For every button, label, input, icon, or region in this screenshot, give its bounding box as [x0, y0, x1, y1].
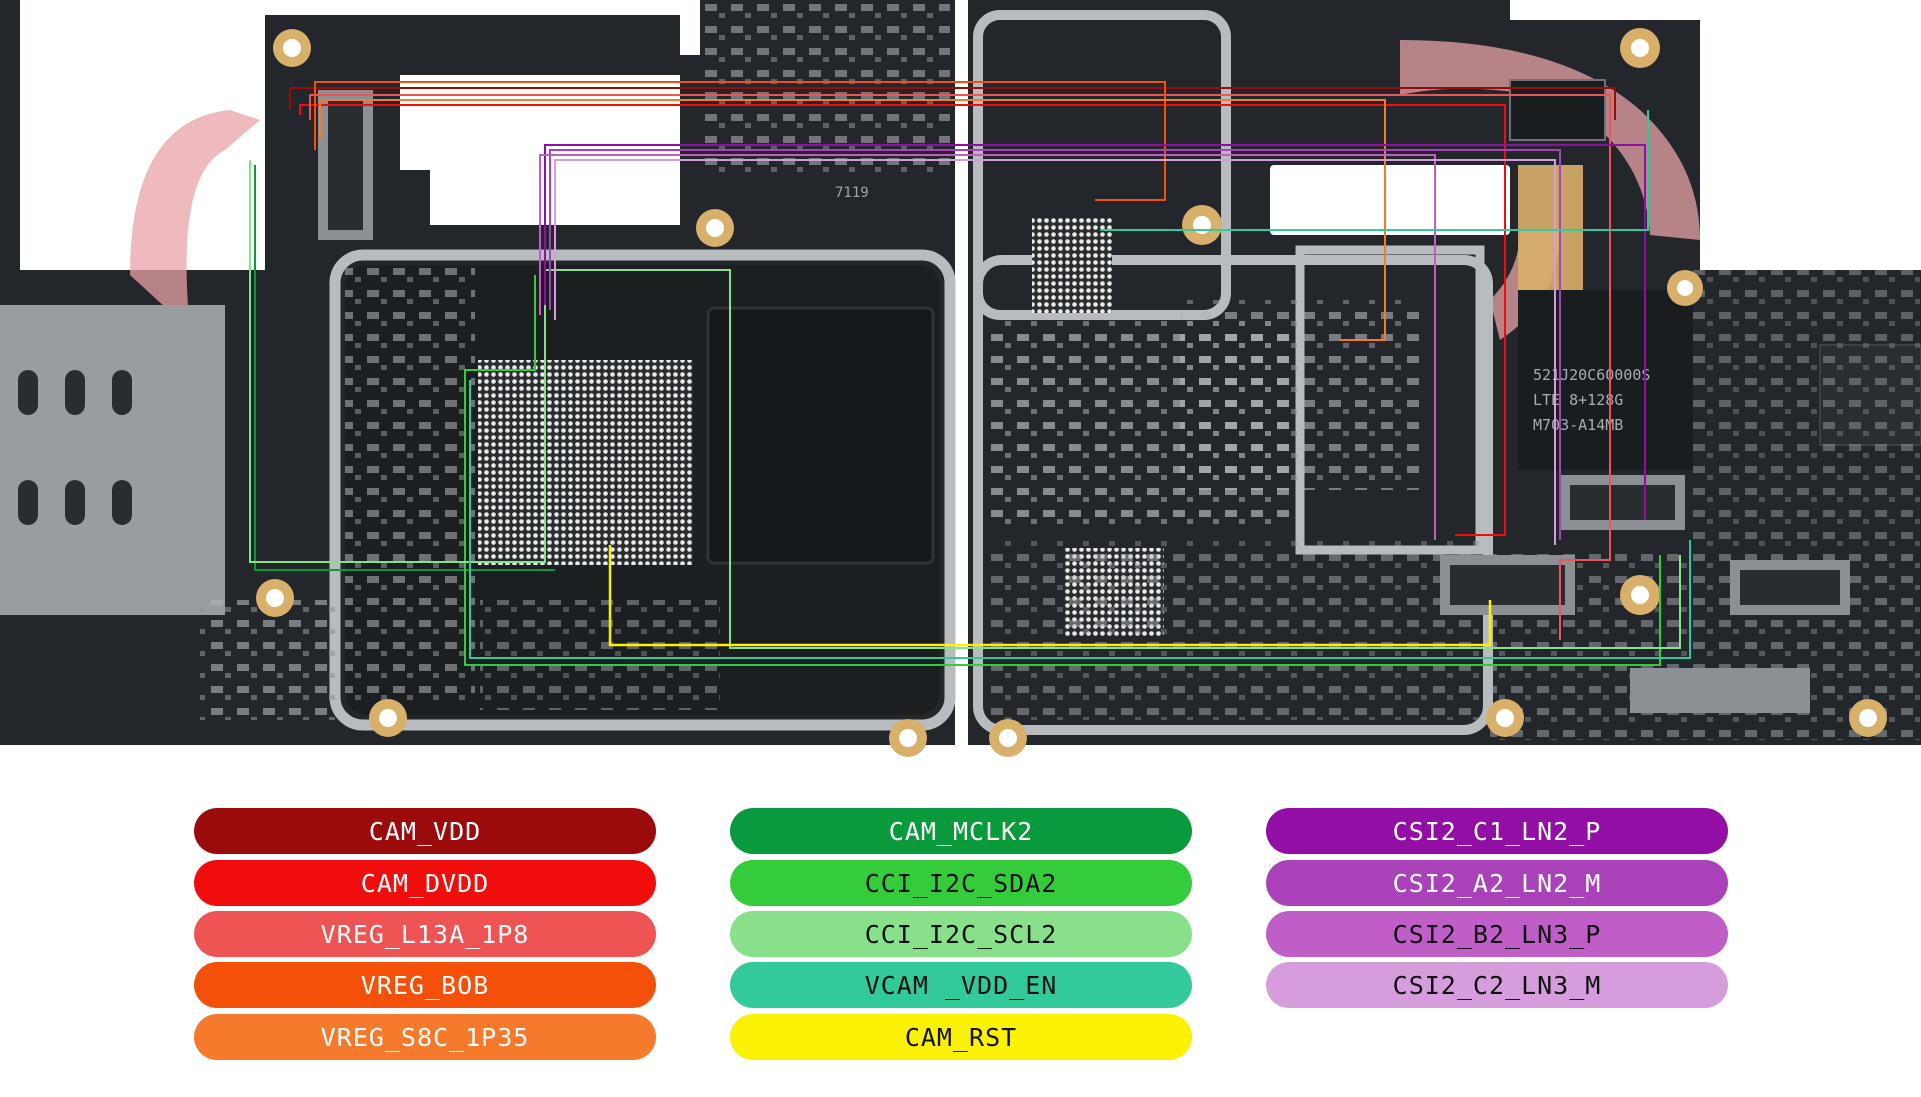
trace-cam-vdd [289, 87, 1616, 120]
legend-item-cci-i2c-sda2: CCI_I2C_SDA2 [730, 860, 1192, 906]
trace-vreg-l13a [309, 94, 1611, 640]
legend-item-vreg-l13a-1p8: VREG_L13A_1P8 [194, 911, 656, 957]
sim-tray [0, 305, 225, 615]
pmic-bga [1032, 218, 1112, 313]
pcb-board-photo: 7119 521J20C60000S LTE 8+128G M703-A14MB [0, 0, 1921, 770]
left-panel-label: 7119 [835, 185, 869, 201]
left-shield [329, 249, 956, 731]
signal-traces [249, 81, 1691, 666]
trace-sda2 [464, 275, 1661, 666]
legend-item-cam-rst: CAM_RST [730, 1014, 1192, 1060]
trace-vcam-en [469, 380, 1691, 659]
trace-cam-rst [608, 545, 1492, 647]
trace-csi2-c2-ln3m [554, 159, 1556, 545]
trace-csi2-a2-ln2m [549, 149, 1561, 540]
trace-scl2 [249, 160, 1681, 649]
trace-vreg-bob [314, 81, 1166, 201]
trace-cam-dvdd [299, 104, 1506, 536]
bottom-connector [1630, 668, 1810, 713]
trace-csi2-b2-ln3p [539, 154, 1436, 540]
legend-item-cam-vdd: CAM_VDD [194, 808, 656, 854]
legend-item-vcam-vdd-en: VCAM _VDD_EN [730, 962, 1192, 1008]
right-main-shield [973, 255, 1493, 735]
trace-green-ref [1100, 110, 1649, 231]
right-shield [973, 10, 1231, 320]
top-right-connector [1509, 79, 1606, 141]
legend-item-csi2-c1-ln2-p: CSI2_C1_LN2_P [1266, 808, 1728, 854]
legend-item-cam-mclk2: CAM_MCLK2 [730, 808, 1192, 854]
trace-cam-mclk2 [254, 165, 555, 571]
gold-pad [1518, 165, 1583, 305]
legend-item-csi2-a2-ln2-m: CSI2_A2_LN2_M [1266, 860, 1728, 906]
legend-item-cam-dvdd: CAM_DVDD [194, 860, 656, 906]
memory-chip [706, 306, 935, 565]
legend-item-vreg-s8c-1p35: VREG_S8C_1P35 [194, 1014, 656, 1060]
trace-vreg-s8c [319, 99, 1386, 341]
trace-csi2-c1-ln2p [544, 144, 1646, 520]
legend-item-csi2-c2-ln3-m: CSI2_C2_LN3_M [1266, 962, 1728, 1008]
legend-item-cci-i2c-scl2: CCI_I2C_SCL2 [730, 911, 1192, 957]
legend-item-vreg-bob: VREG_BOB [194, 962, 656, 1008]
legend-item-csi2-b2-ln3-p: CSI2_B2_LN3_P [1266, 911, 1728, 957]
svg-text:521J20C60000S: 521J20C60000S [1533, 366, 1650, 384]
soc-bga [478, 360, 693, 565]
